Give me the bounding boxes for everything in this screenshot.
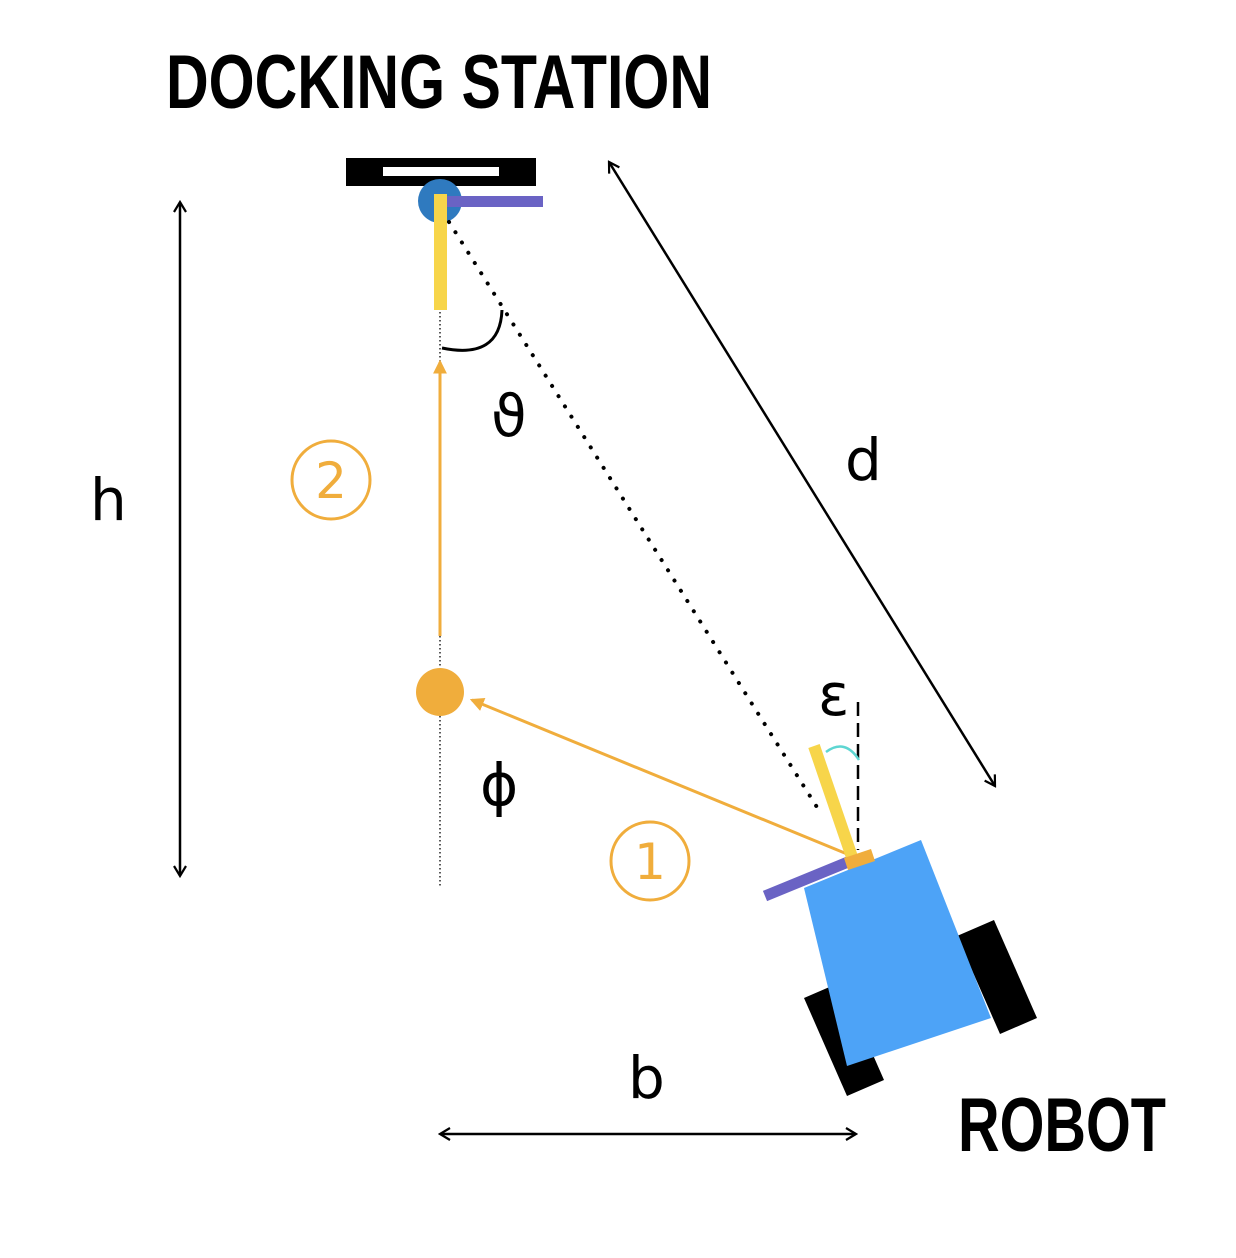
phi-label: ϕ <box>480 751 518 819</box>
theta-arc <box>441 309 504 352</box>
path-step-1-arrow <box>469 697 853 858</box>
theta-label: ϑ <box>491 382 527 450</box>
docking-station-title: DOCKING STATION <box>166 40 712 125</box>
h-label: h <box>90 466 127 534</box>
step-1-number: 1 <box>634 833 666 891</box>
b-label: b <box>628 1044 665 1112</box>
waypoint-marker <box>416 668 464 716</box>
d-label: d <box>845 426 882 494</box>
robot-yellow-axis <box>808 744 859 862</box>
step-1-badge: 1 <box>609 820 691 902</box>
epsilon-arc <box>825 745 861 761</box>
robot-sensor <box>844 849 875 870</box>
robot-purple-axis <box>762 856 851 902</box>
robot-body <box>804 840 991 1066</box>
step-2-number: 2 <box>315 452 347 510</box>
robot-title: ROBOT <box>958 1083 1166 1168</box>
epsilon-label: ε <box>818 661 849 729</box>
robot-right-wheel <box>957 920 1037 1034</box>
station-robot-dotted-line <box>447 220 822 814</box>
step-2-badge: 2 <box>290 439 372 521</box>
robot <box>762 744 1037 1096</box>
d-dimension-arrow <box>609 162 995 786</box>
station-yellow-axis <box>434 194 447 310</box>
docking-station <box>346 158 543 310</box>
station-purple-axis <box>445 196 543 207</box>
